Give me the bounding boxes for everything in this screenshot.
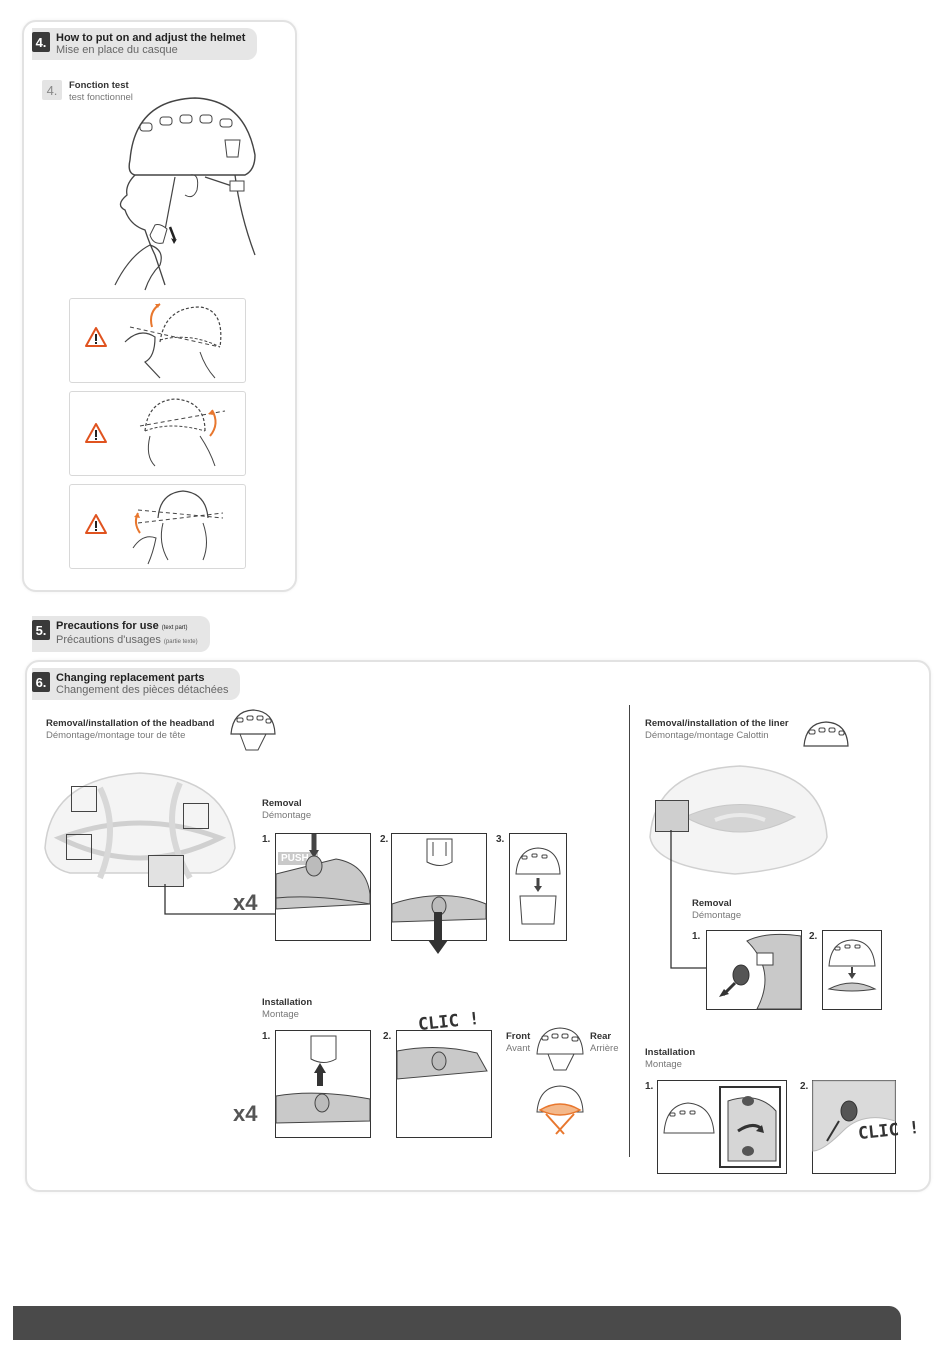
subsection-4-subtitle: test fonctionnel (69, 92, 133, 103)
liner-out-illustration (827, 939, 877, 992)
section-6-title: Changing replacement parts (56, 672, 205, 684)
attachment-marker-2 (183, 803, 209, 829)
headband-removal-label: Removal (262, 798, 302, 809)
removal-step-1-number: 1. (262, 834, 271, 845)
liner-removal-step-1-number: 1. (692, 931, 701, 942)
headband-installation-label: Installation (262, 997, 313, 1008)
headband-removal-multiplier: x4 (233, 890, 258, 915)
section-6-header: 6. Changing replacement parts Changement… (32, 668, 241, 700)
removal-step-2-number: 2. (380, 834, 389, 845)
liner-helmet-diagram (649, 765, 828, 875)
headband-orange-icon (536, 1085, 584, 1135)
warning-triangle-icon (85, 514, 107, 534)
section-4-subtitle: Mise en place du casque (56, 44, 178, 56)
liner-removal-step-2-box (822, 930, 882, 1010)
subsection-4-title: Fonction test (69, 80, 129, 91)
side-tilt-illustration (132, 490, 224, 565)
liner-title: Removal/installation of the liner (645, 718, 789, 729)
install-step-1-number: 1. (262, 1031, 271, 1042)
section-4-title: How to put on and adjust the helmet (56, 32, 246, 44)
front-label: Front (506, 1031, 531, 1042)
warning-triangle-icon (85, 327, 107, 347)
section-4-header: 4. How to put on and adjust the helmet M… (32, 28, 258, 60)
liner-clic-illustration (812, 1080, 896, 1152)
helmet-fit-illustration (114, 97, 256, 291)
liner-subtitle: Démontage/montage Calottin (645, 730, 769, 741)
clic-tab-illustration (396, 1046, 488, 1080)
headband-subtitle: Démontage/montage tour de tête (46, 730, 186, 741)
section-5-title-note: (text part) (161, 625, 188, 631)
liner-removal-step-2-number: 2. (809, 931, 818, 942)
footer-bar (13, 1306, 901, 1340)
attachment-marker-1 (71, 786, 97, 812)
headband-removal-sublabel: Démontage (262, 810, 312, 821)
section-5-title-text: Precautions for use (56, 620, 159, 632)
liner-install-step-1-number: 1. (645, 1081, 654, 1092)
connector-line (164, 884, 278, 915)
push-tab-illustration (275, 834, 371, 910)
section-6-divider (629, 705, 630, 1157)
section-5-title: Precautions for use (text part) (56, 620, 198, 634)
front-sublabel: Avant (506, 1043, 531, 1054)
rear-sublabel: Arrière (590, 1043, 619, 1054)
insert-tab-illustration (275, 1035, 371, 1124)
liner-removal-sublabel: Démontage (692, 910, 742, 921)
headband-installation-sublabel: Montage (262, 1009, 299, 1020)
section-6-number: 6. (32, 672, 50, 692)
install-step-2-box (396, 1030, 492, 1138)
removal-step-3-number: 3. (496, 834, 505, 845)
liner-install-step-2-box (812, 1080, 896, 1174)
tilt-backward-illustration (139, 398, 226, 467)
liner-attachment-marker (655, 800, 689, 832)
headband-title: Removal/installation of the headband (46, 718, 215, 729)
liner-install-illustration (663, 1086, 781, 1168)
liner-connector-line (670, 830, 708, 969)
helmet-orientation-icon (536, 1027, 584, 1071)
attachment-marker-4 (148, 855, 184, 887)
install-step-1-box (275, 1030, 371, 1138)
liner-removal-step-1-box (706, 930, 802, 1010)
liner-install-step-2-number: 2. (800, 1081, 809, 1092)
headband-install-multiplier: x4 (233, 1101, 258, 1126)
liner-removal-label: Removal (692, 898, 732, 909)
liner-clip-removal-illustration (719, 933, 802, 1010)
liner-installation-label: Installation (645, 1047, 696, 1058)
section-6-subtitle: Changement des pièces détachées (56, 684, 229, 696)
section-5-header: 5. Precautions for use (text part) Préca… (32, 616, 210, 652)
arrow-down-icon (428, 912, 448, 954)
helmet-icon (803, 721, 849, 747)
section-5-subtitle: Précautions d'usages (partie texte) (56, 634, 198, 648)
warning-triangle-icon (85, 423, 107, 443)
tilt-forward-illustration (124, 303, 222, 379)
headband-helmet-diagram (44, 772, 236, 880)
attachment-marker-3 (66, 834, 92, 860)
liner-install-step-1-box (657, 1080, 787, 1174)
install-step-2-number: 2. (383, 1031, 392, 1042)
section-5-number: 5. (32, 620, 50, 640)
rear-label: Rear (590, 1031, 612, 1042)
section-4-number: 4. (32, 32, 50, 52)
section-5-subtitle-text: Précautions d'usages (56, 634, 161, 646)
removal-step-1-box: PUSH ! (275, 833, 371, 941)
removal-step-3-box (509, 833, 567, 941)
helmet-headband-out-illustration (515, 847, 561, 925)
liner-installation-sublabel: Montage (645, 1059, 682, 1070)
section-5-subtitle-note: (partie texte) (163, 639, 198, 645)
helmet-icon (230, 709, 276, 751)
subsection-4-number: 4. (42, 80, 62, 100)
